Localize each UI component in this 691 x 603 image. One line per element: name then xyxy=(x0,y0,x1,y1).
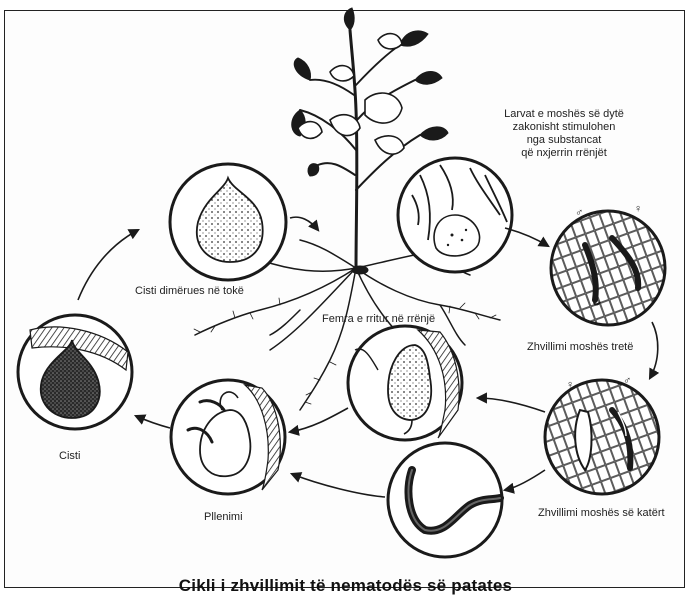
arrow-male-to-fert xyxy=(292,474,385,497)
fourth-stage-larvae-icon: ♀ ♂ xyxy=(545,375,659,494)
label-larvae-line-2: zakonisht stimulohen xyxy=(494,121,634,134)
winter-cyst-icon xyxy=(170,164,286,280)
label-larvae-line-1: Larvat e moshës së dytë xyxy=(494,108,634,121)
arrow-larvae-to-third xyxy=(505,228,548,246)
arrow-fert-to-cyst xyxy=(136,416,170,428)
third-stage-larvae-icon: ♂ ♀ xyxy=(551,203,665,325)
label-winter-cyst: Cisti dimërues në tokë xyxy=(135,285,244,298)
nematode-worm-icon xyxy=(388,443,502,557)
label-larvae-line-3: nga substancat xyxy=(494,134,634,147)
arrow-fourth-to-male xyxy=(505,470,545,490)
diagram-title: Cikli i zhvillimit të nematodës së patat… xyxy=(0,576,691,596)
arrow-female-to-fert xyxy=(290,408,348,432)
arrow-fourth-to-female xyxy=(478,398,545,412)
svg-text:♀: ♀ xyxy=(566,379,574,391)
arrow-third-to-fourth xyxy=(650,322,658,378)
svg-text:♂: ♂ xyxy=(575,207,583,219)
label-larvae-line-4: që nxjerrin rrënjët xyxy=(494,147,634,160)
label-female-root: Femra e rritur në rrënjë xyxy=(322,313,435,326)
label-fertilization: Pllenimi xyxy=(204,511,243,524)
cyst-icon xyxy=(18,315,132,429)
label-larvae-stimulated: Larvat e moshës së dytë zakonisht stimul… xyxy=(494,108,634,160)
svg-text:♀: ♀ xyxy=(634,203,642,215)
arrow-cyst-to-plant xyxy=(290,217,318,230)
arrow-cyst-to-winter xyxy=(78,230,138,300)
fertilization-icon xyxy=(171,380,285,494)
label-cyst: Cisti xyxy=(59,450,80,463)
label-fourth-stage: Zhvillimi moshës së katërt xyxy=(538,507,665,520)
larvae-in-root-icon xyxy=(398,158,512,272)
adult-female-icon xyxy=(348,326,462,440)
svg-text:♂: ♂ xyxy=(623,375,631,387)
label-third-stage: Zhvillimi moshës tretë xyxy=(527,341,633,354)
